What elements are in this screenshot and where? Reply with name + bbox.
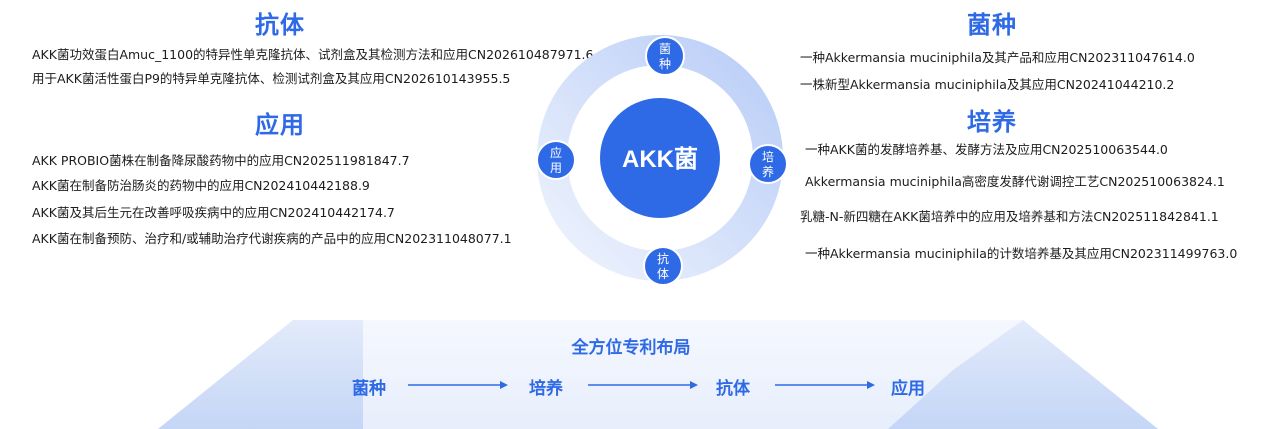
flow-step-strain: 菌种	[352, 379, 386, 399]
node-strain: 菌 种	[645, 36, 685, 76]
culture-item: Akkermansia muciniphila高密度发酵代谢调控工艺CN2025…	[805, 174, 1225, 189]
band-wing-right	[888, 320, 1158, 429]
node-culture: 培 养	[748, 144, 788, 184]
application-item: AKK菌在制备预防、治疗和/或辅助治疗代谢疾病的产品中的应用CN20231104…	[32, 231, 512, 246]
flow-arrow-icon	[408, 381, 508, 389]
strain-item: 一种Akkermansia muciniphila及其产品和应用CN202311…	[800, 50, 1195, 65]
node-culture-char2: 养	[762, 164, 774, 179]
node-application-char1: 应	[550, 145, 562, 160]
application-item: AKK菌及其后生元在改善呼吸疾病中的应用CN202410442174.7	[32, 205, 395, 220]
center-circle	[600, 98, 720, 218]
antibody-title: 抗体	[255, 11, 305, 39]
node-antibody: 抗 体	[643, 246, 683, 286]
flow-arrow-icon	[775, 381, 875, 389]
antibody-item: AKK菌功效蛋白Amuc_1100的特异性单克隆抗体、试剂盒及其检测方法和应用C…	[32, 47, 594, 62]
culture-item: 一种Akkermansia muciniphila的计数培养基及其应用CN202…	[805, 246, 1238, 261]
bottom-band	[158, 320, 1158, 429]
culture-item: 一种AKK菌的发酵培养基、发酵方法及应用CN202510063544.0	[805, 142, 1168, 157]
node-strain-char1: 菌	[659, 42, 671, 56]
culture-item: 乳糖-N-新四糖在AKK菌培养中的应用及培养基和方法CN202511842841…	[800, 209, 1219, 224]
strain-item: 一株新型Akkermansia muciniphila及其应用CN2024104…	[800, 77, 1175, 92]
node-application-char2: 用	[550, 161, 562, 175]
center-label: AKK菌	[622, 146, 698, 173]
node-antibody-char2: 体	[657, 267, 669, 281]
flow-arrow-icon	[588, 381, 698, 389]
application-item: AKK PROBIO菌株在制备降尿酸药物中的应用CN202511981847.7	[32, 153, 410, 168]
node-culture-char1: 培	[762, 149, 774, 164]
flow-step-antibody: 抗体	[716, 379, 750, 399]
node-strain-char2: 种	[659, 57, 671, 71]
cycle-diagram: AKK菌 菌 种 培 养 抗 体 应 用	[536, 35, 788, 286]
strain-title: 菌种	[967, 11, 1017, 39]
culture-title: 培养	[967, 108, 1017, 136]
application-item: AKK菌在制备防治肠炎的药物中的应用CN202410442188.9	[32, 178, 370, 193]
node-antibody-char1: 抗	[657, 251, 669, 266]
antibody-item: 用于AKK菌活性蛋白P9的特异单克隆抗体、检测试剂盒及其应用CN20261014…	[32, 71, 511, 86]
application-title: 应用	[255, 111, 305, 139]
bottom-title: 全方位专利布局	[571, 338, 691, 358]
flow-step-culture: 培养	[529, 379, 563, 399]
band-wing-left	[158, 320, 363, 429]
flow-step-application: 应用	[891, 379, 925, 399]
node-application: 应 用	[536, 140, 576, 180]
